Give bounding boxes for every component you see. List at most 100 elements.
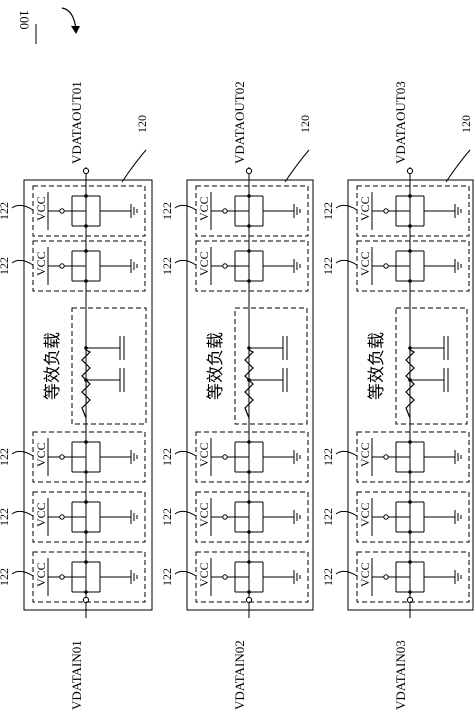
stage-frame <box>195 185 309 237</box>
stage-frame <box>32 551 146 603</box>
node-dot-icon <box>247 224 251 228</box>
stage-ref-label: 122 <box>0 568 11 586</box>
output-label: VDATAOUT01 <box>69 81 84 164</box>
node-dot-icon <box>84 279 88 283</box>
equivalent-load: 等效负载 <box>206 307 308 425</box>
stage-ref-leader <box>11 259 34 266</box>
node-dot-icon <box>247 440 251 444</box>
arrow-head-icon <box>71 26 80 34</box>
figure-ref-label: 100 <box>17 10 32 30</box>
node-dot-icon <box>84 378 88 382</box>
node-dot-icon <box>408 500 412 504</box>
inverter-bubble-icon <box>59 514 65 520</box>
load-frame <box>395 307 468 425</box>
stage-ref-label: 122 <box>321 257 335 275</box>
stage-ref-leader <box>11 570 34 577</box>
equivalent-load: 等效负载 <box>367 307 468 425</box>
block-ref-leader <box>284 149 310 183</box>
node-dot-icon <box>247 194 251 198</box>
stage-ref-label: 122 <box>160 508 174 526</box>
stage-frame <box>32 185 146 237</box>
stage-frame <box>195 431 309 483</box>
node-dot-icon <box>408 440 412 444</box>
stage-ref-leader <box>174 450 197 457</box>
block-ref-label: 120 <box>135 115 149 133</box>
output-label: VDATAOUT02 <box>232 81 247 164</box>
stage-ref-label: 122 <box>321 448 335 466</box>
stage-ref-label: 122 <box>160 257 174 275</box>
node-dot-icon <box>408 470 412 474</box>
stage-frame <box>356 551 470 603</box>
node-dot-icon <box>408 224 412 228</box>
input-terminal-icon <box>82 596 90 604</box>
stage-ref-label: 122 <box>160 448 174 466</box>
load-label: 等效负载 <box>43 332 62 400</box>
inverter-bubble-icon <box>59 574 65 580</box>
load-label: 等效负载 <box>367 332 386 400</box>
stage-frame <box>195 551 309 603</box>
output-terminal-icon <box>245 167 253 175</box>
stage-frame <box>195 240 309 292</box>
inverter-bubble-icon <box>222 208 228 214</box>
block-ref-leader <box>121 149 147 183</box>
vcc-label: VCC <box>34 196 48 221</box>
block-ref-leader <box>445 149 471 183</box>
stage-ref-leader <box>335 570 358 577</box>
node-dot-icon <box>247 378 251 382</box>
node-dot-icon <box>247 590 251 594</box>
vcc-label: VCC <box>358 196 372 221</box>
vcc-label: VCC <box>358 562 372 587</box>
vcc-label: VCC <box>358 442 372 467</box>
node-dot-icon <box>84 249 88 253</box>
stage-ref-label: 122 <box>321 568 335 586</box>
stage-ref-label: 122 <box>160 202 174 220</box>
node-dot-icon <box>247 279 251 283</box>
stage-frame <box>32 240 146 292</box>
stage-frame <box>356 185 470 237</box>
node-dot-icon <box>84 560 88 564</box>
inverter-bubble-icon <box>222 263 228 269</box>
output-label: VDATAOUT03 <box>393 81 408 164</box>
stage-ref-label: 122 <box>321 508 335 526</box>
stage-ref-leader <box>11 510 34 517</box>
node-dot-icon <box>408 249 412 253</box>
stage-ref-leader <box>11 450 34 457</box>
load-label: 等效负载 <box>206 332 225 400</box>
node-dot-icon <box>84 440 88 444</box>
stage-frame <box>356 240 470 292</box>
output-terminal-icon <box>406 167 414 175</box>
block-frame <box>23 179 153 611</box>
block-frame <box>186 179 314 611</box>
stage-ref-leader <box>174 570 197 577</box>
node-dot-icon <box>84 224 88 228</box>
stage-ref-leader <box>174 204 197 211</box>
stage-5: VCC 122 <box>321 551 470 603</box>
inverter-bubble-icon <box>222 454 228 460</box>
inverter-bubble-icon <box>59 454 65 460</box>
node-dot-icon <box>247 249 251 253</box>
load-frame <box>71 307 147 425</box>
stage-ref-leader <box>335 450 358 457</box>
stage-frame <box>356 491 470 543</box>
input-terminal-icon <box>245 596 253 604</box>
inverter-bubble-icon <box>383 208 389 214</box>
block-ref-label: 120 <box>459 115 473 133</box>
node-dot-icon <box>84 346 88 350</box>
output-terminal-icon <box>82 167 90 175</box>
inverter-bubble-icon <box>222 574 228 580</box>
stage-3: VCC 122 <box>321 431 470 483</box>
node-dot-icon <box>247 530 251 534</box>
